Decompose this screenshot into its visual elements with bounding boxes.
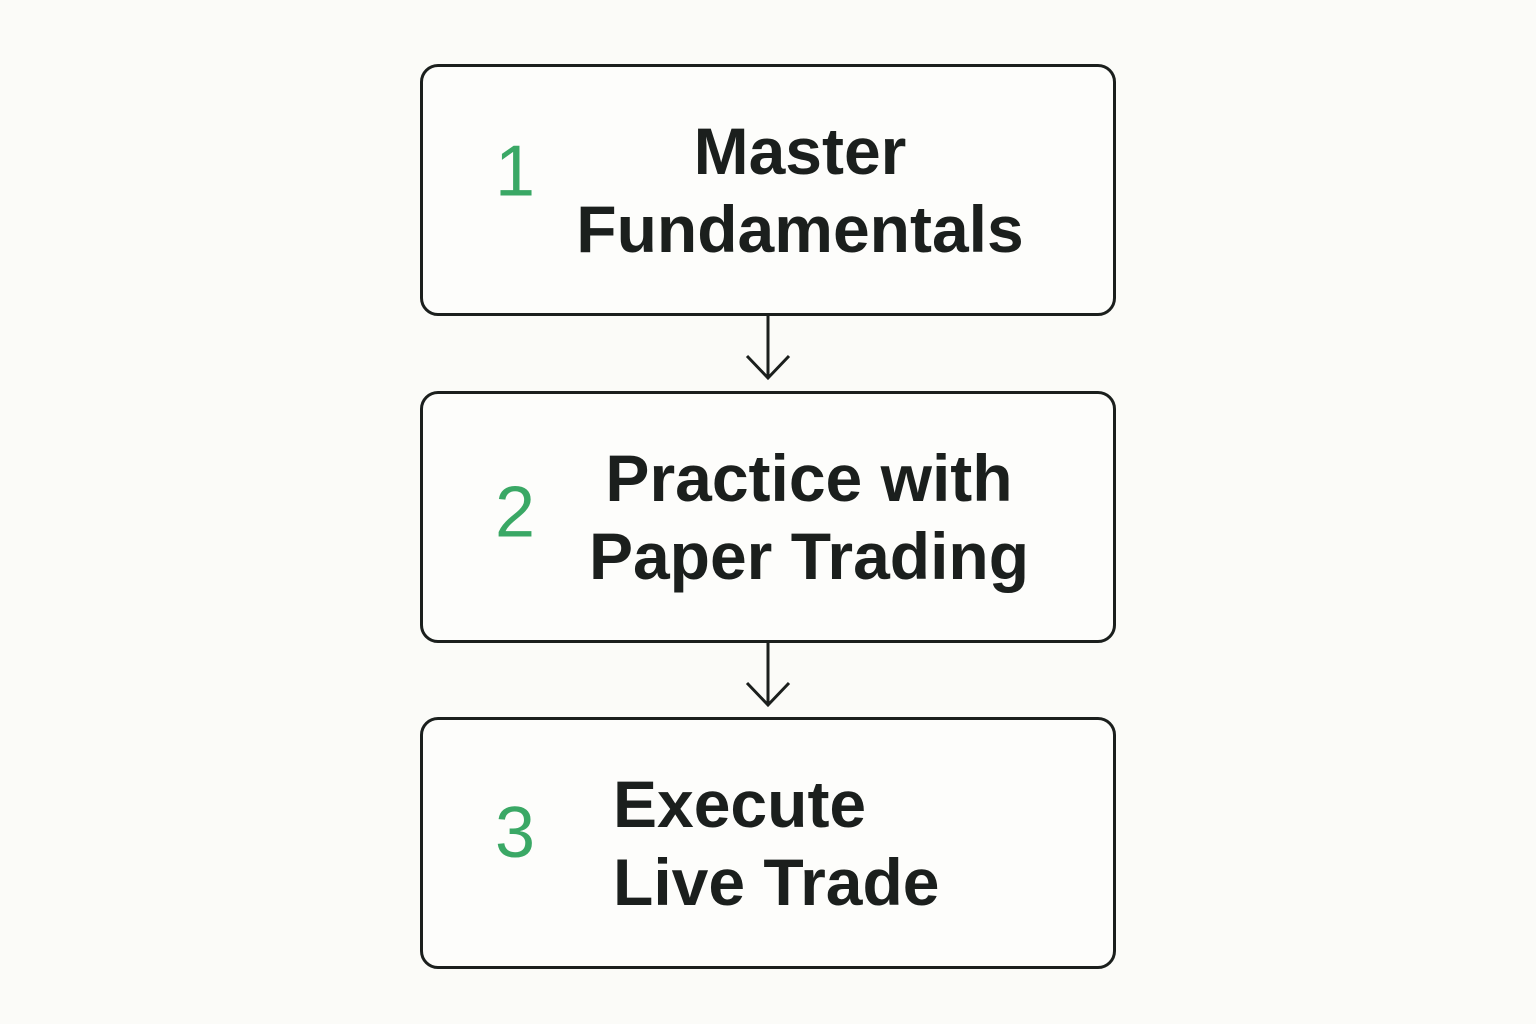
step-box-master-fundamentals: 1 Master Fundamentals — [420, 64, 1116, 316]
arrow-down-icon — [745, 643, 791, 708]
arrow-down-icon — [745, 316, 791, 381]
step-number: 3 — [495, 792, 536, 873]
step-title-line: Practice with — [605, 441, 1013, 515]
step-number: 1 — [495, 131, 536, 212]
step-box-execute-live-trade: 3 Execute Live Trade — [420, 717, 1116, 969]
step-title-line: Paper Trading — [588, 519, 1030, 593]
step-title-line: Live Trade — [613, 845, 940, 919]
step-title-line: Master — [693, 114, 907, 188]
step-title: Master Fundamentals — [565, 112, 1035, 268]
step-title-line: Fundamentals — [576, 192, 1024, 266]
step-number: 2 — [495, 472, 536, 553]
step-title: Practice with Paper Trading — [579, 439, 1039, 595]
step-title-line: Execute — [613, 767, 867, 841]
step-title: Execute Live Trade — [613, 765, 940, 921]
step-box-practice-paper-trading: 2 Practice with Paper Trading — [420, 391, 1116, 643]
